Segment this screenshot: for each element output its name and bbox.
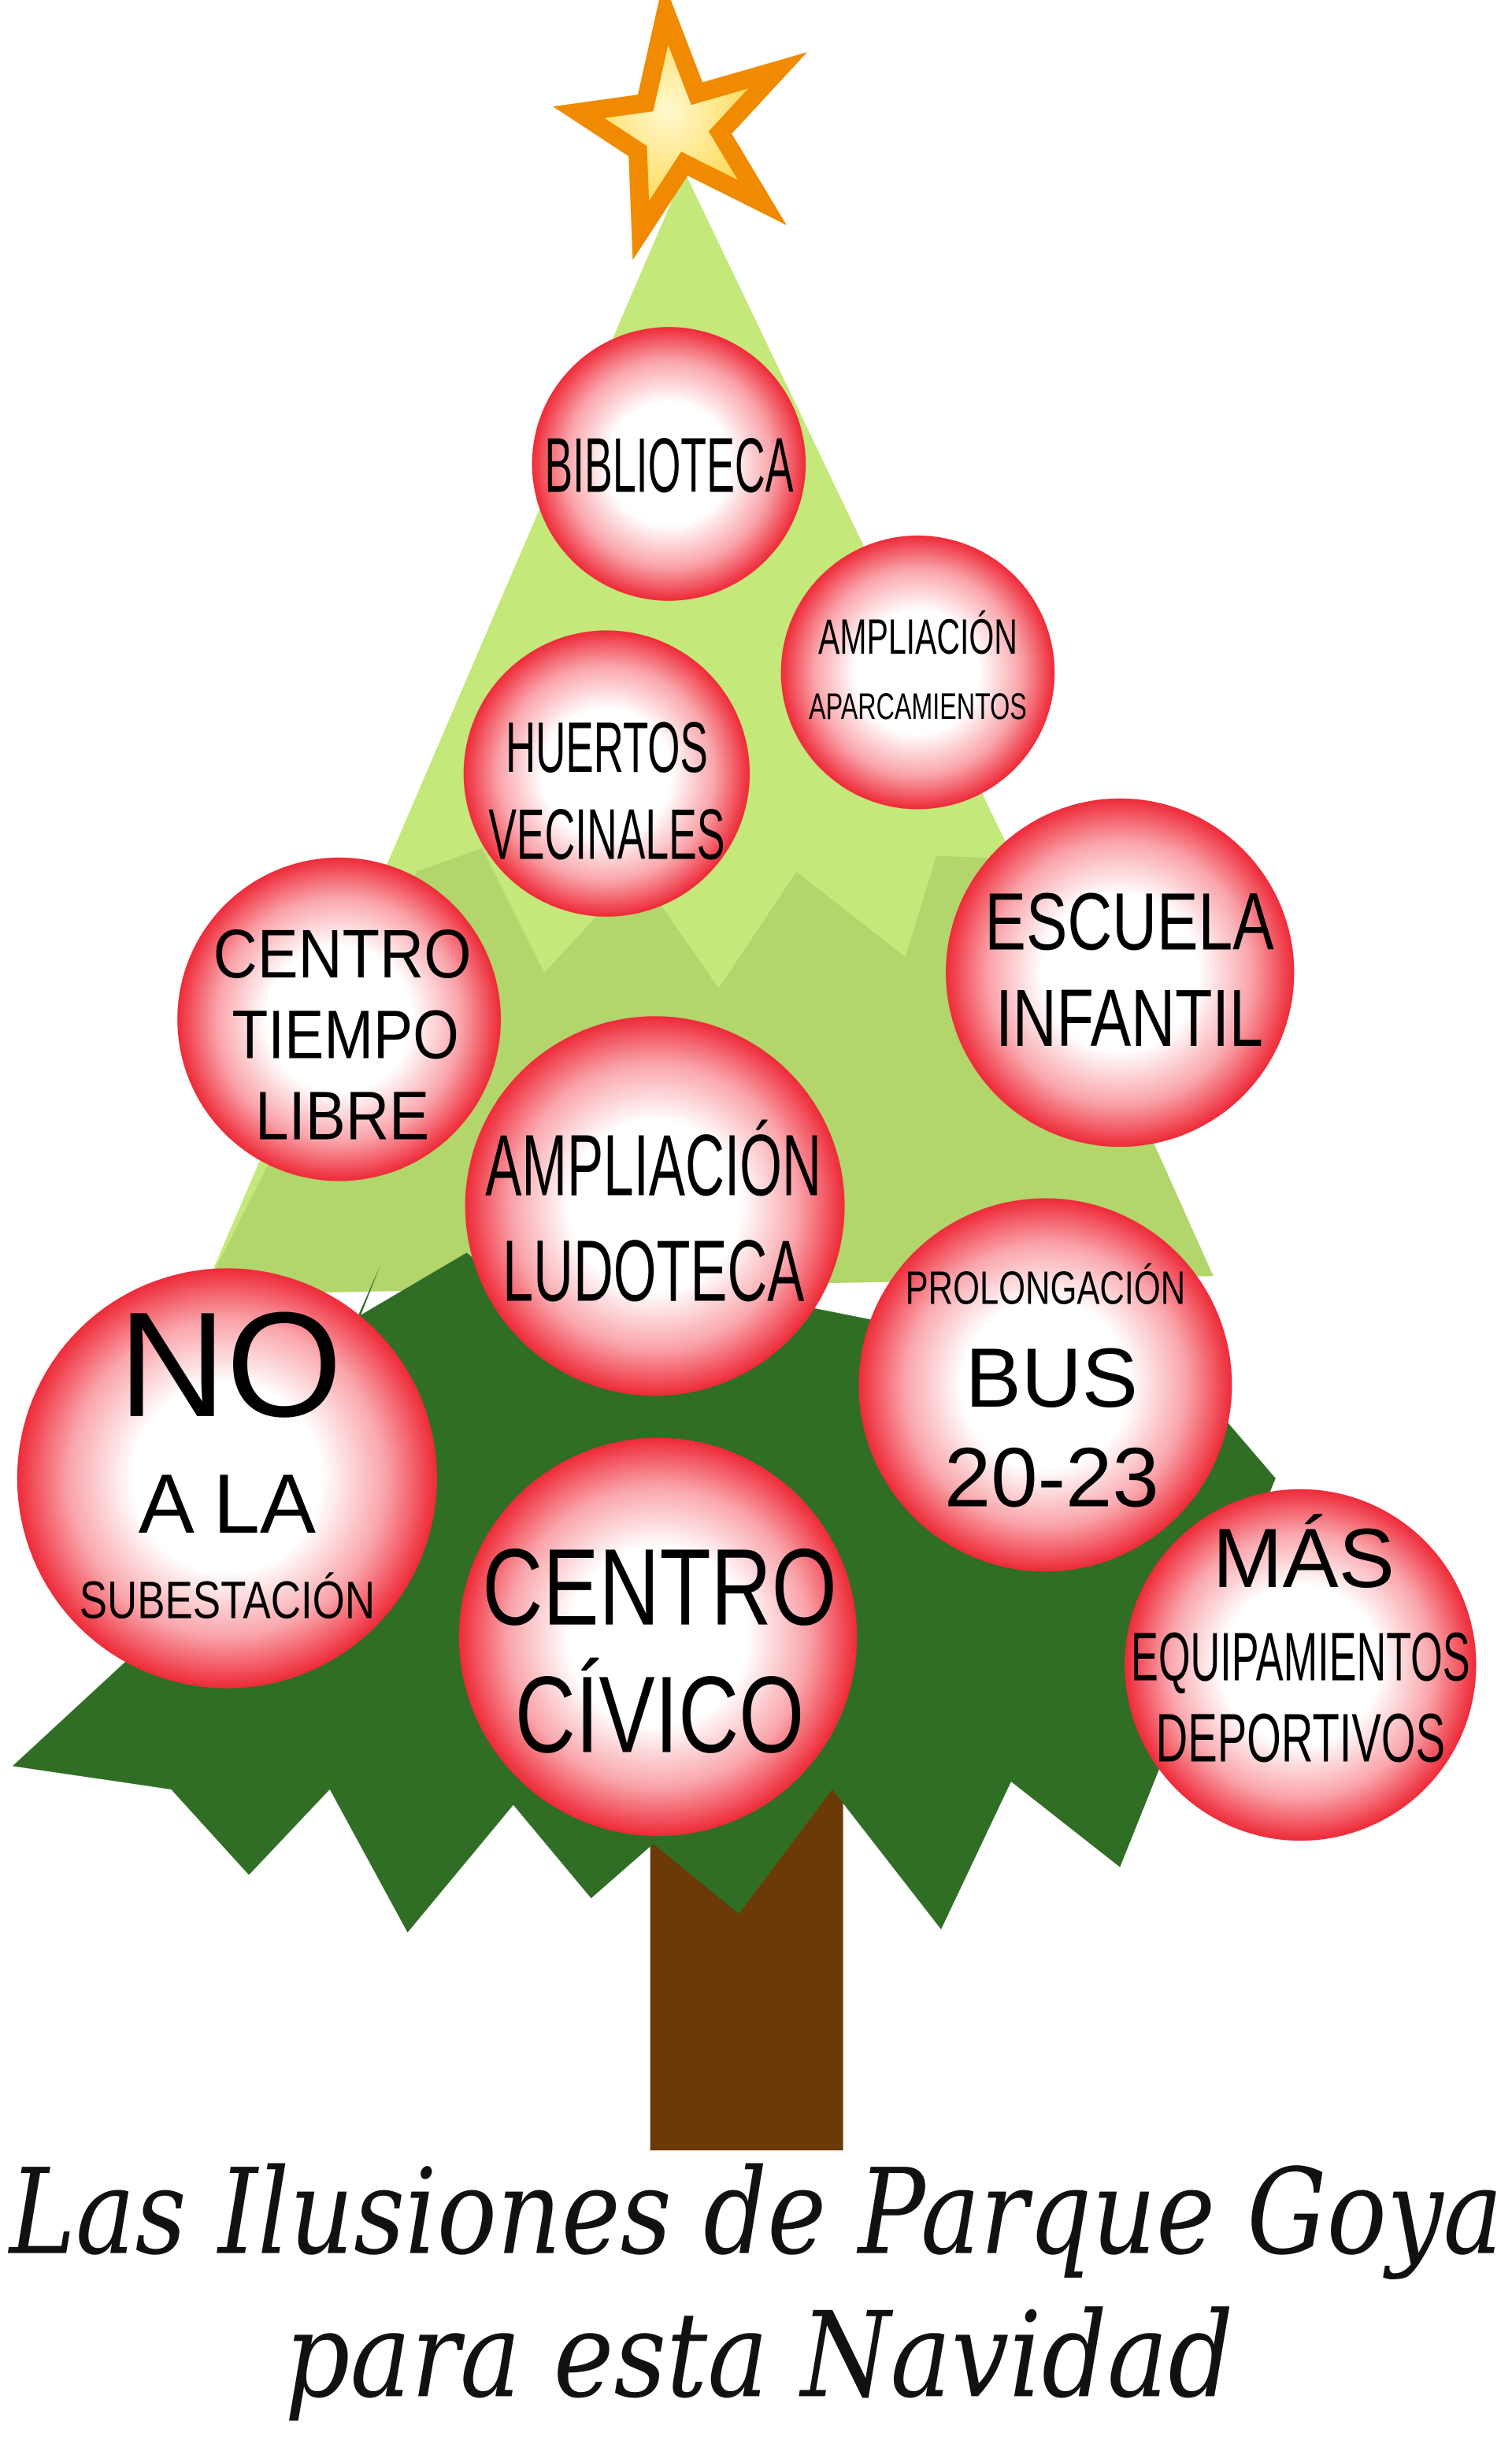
ornament-no-subestacion: NO A LA SUBESTACIÓN xyxy=(80,1281,375,1630)
ornament-label: VECINALES xyxy=(488,795,724,875)
ornament-label: INFANTIL xyxy=(995,973,1263,1063)
ornament-ball-deportivos xyxy=(1125,1489,1477,1841)
ornament-centro-tiempo-libre: CENTRO TIEMPO LIBRE xyxy=(213,916,472,1154)
ornament-label: CENTRO xyxy=(213,916,472,992)
ornament-label: 20-23 xyxy=(944,1430,1159,1524)
ornament-label: DEPORTIVOS xyxy=(1156,1700,1445,1776)
ornament-label: BIBLIOTECA xyxy=(544,422,793,509)
ornament-ball-tiempo-libre xyxy=(177,857,502,1181)
ornament-ball-huertos xyxy=(463,630,750,917)
ornament-ball-civico xyxy=(458,1437,858,1837)
ornament-label: LUDOTECA xyxy=(502,1223,804,1320)
ornament-ball-subestacion xyxy=(17,1268,438,1689)
ornament-ampliacion-aparcamientos: AMPLIACIÓN APARCAMIENTOS xyxy=(809,610,1027,728)
ornament-label: AMPLIACIÓN xyxy=(818,610,1017,665)
ornament-arc-label: APARCAMIENTOS xyxy=(809,686,1027,728)
ornament-labels: BIBLIOTECA AMPLIACIÓN APARCAMIENTOS HUER… xyxy=(80,422,1470,1777)
ornament-label: ESCUELA xyxy=(984,876,1274,966)
ornament-ball-biblioteca xyxy=(532,327,806,601)
ornament-ampliacion-ludoteca: AMPLIACIÓN LUDOTECA xyxy=(485,1117,821,1319)
ornament-ball-aparcamientos xyxy=(780,535,1055,810)
ornament-label: HUERTOS xyxy=(506,708,708,788)
ornament-huertos-vecinales: HUERTOS VECINALES xyxy=(488,708,724,875)
ornament-ball-bus xyxy=(858,1198,1232,1572)
ornament-label: MÁS xyxy=(1213,1511,1395,1605)
ornament-centro-civico: CENTRO CÍVICO xyxy=(482,1527,836,1776)
ornament-label: EQUIPAMIENTOS xyxy=(1131,1619,1470,1696)
ornament-arc-label: PROLONGACIÓN xyxy=(906,1262,1186,1315)
star-icon xyxy=(553,0,808,261)
poster-title-line2: para esta Navidad xyxy=(284,2287,1233,2424)
ornament-label: CÍVICO xyxy=(515,1655,804,1776)
ornament-label: A LA xyxy=(139,1456,316,1551)
ornament-balls xyxy=(17,327,1477,1841)
ornament-label: AMPLIACIÓN xyxy=(485,1117,821,1214)
ornament-label: CENTRO xyxy=(482,1527,836,1648)
ornament-ball-escuela xyxy=(945,798,1295,1148)
ornament-label: NO xyxy=(118,1281,342,1448)
ornament-label: TIEMPO xyxy=(232,997,458,1074)
poster-title-line1: Las Ilusiones de Parque Goya xyxy=(7,2145,1503,2282)
ornament-label: LIBRE xyxy=(255,1077,429,1154)
ornament-arc-label: SUBESTACIÓN xyxy=(80,1571,375,1630)
ornament-escuela-infantil: ESCUELA INFANTIL xyxy=(984,876,1274,1062)
ornament-ball-ludoteca xyxy=(465,1016,845,1396)
ornament-biblioteca: BIBLIOTECA xyxy=(544,422,793,509)
ornament-prolongacion-bus: PROLONGACIÓN BUS 20-23 xyxy=(906,1262,1186,1525)
ornament-mas-equipamientos-deportivos: MÁS EQUIPAMIENTOS DEPORTIVOS xyxy=(1131,1511,1470,1776)
ornament-label: BUS xyxy=(965,1330,1138,1425)
